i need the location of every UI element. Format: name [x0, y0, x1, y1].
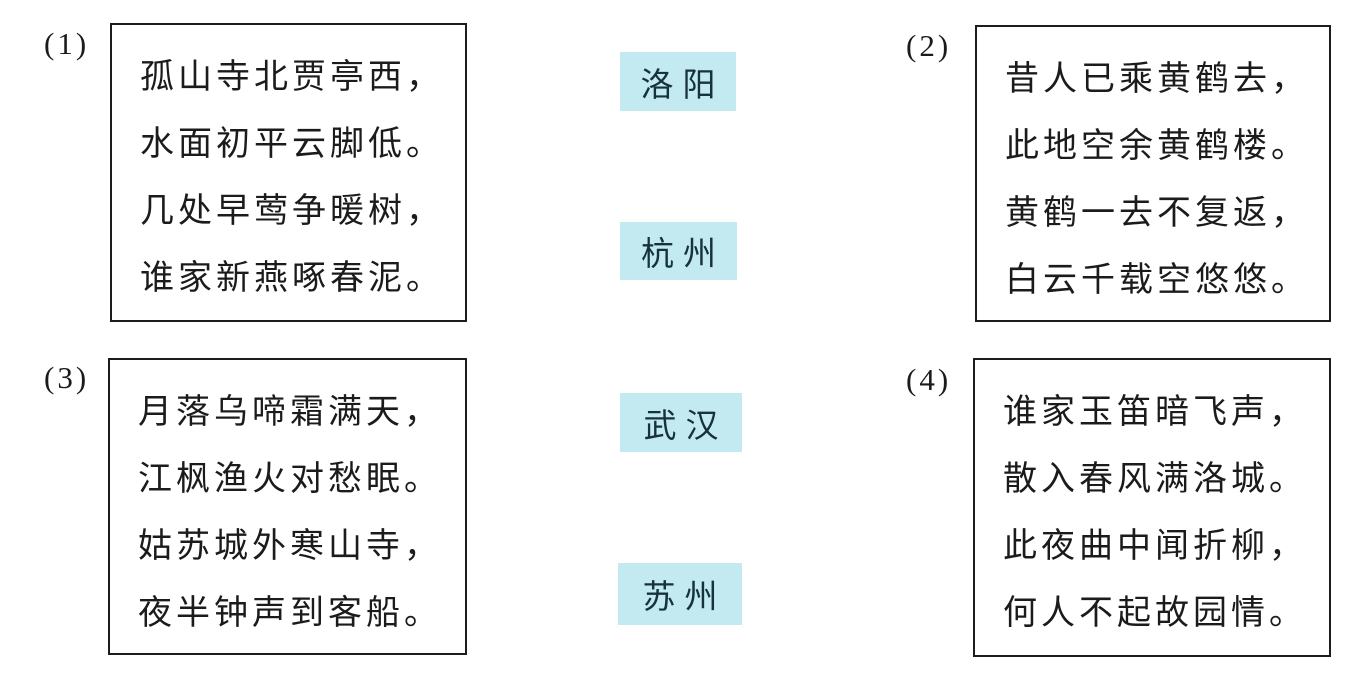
poem-number-4: (4) — [906, 362, 952, 397]
poem-line: 月落乌啼霜满天， — [138, 394, 442, 431]
poem-number-3: (3) — [44, 360, 90, 395]
city-chip-label: 洛阳 — [640, 67, 725, 104]
poem-line: 白云千载空悠悠。 — [1005, 262, 1309, 299]
poem-box-3[interactable]: 月落乌啼霜满天， 江枫渔火对愁眠。 姑苏城外寒山寺， 夜半钟声到客船。 — [108, 358, 467, 655]
poem-line: 水面初平云脚低。 — [140, 126, 444, 163]
poem-line: 夜半钟声到客船。 — [138, 595, 442, 632]
city-chip-luoyang[interactable]: 洛阳 — [620, 52, 736, 111]
poem-box-1[interactable]: 孤山寺北贾亭西， 水面初平云脚低。 几处早莺争暖树， 谁家新燕啄春泥。 — [110, 23, 467, 322]
city-chip-label: 苏州 — [642, 580, 727, 616]
poem-line: 谁家新燕啄春泥。 — [140, 260, 444, 297]
city-chip-wuhan[interactable]: 武汉 — [620, 393, 742, 452]
poem-line: 黄鹤一去不复返， — [1005, 195, 1309, 232]
city-chip-label: 武汉 — [643, 408, 728, 445]
poem-line: 此夜曲中闻折柳， — [1003, 528, 1307, 565]
city-chip-label: 杭州 — [641, 237, 725, 273]
poem-line: 几处早莺争暖树， — [140, 193, 444, 230]
poem-number-2: (2) — [906, 28, 952, 63]
poem-line: 此地空余黄鹤楼。 — [1005, 128, 1309, 165]
poem-line: 散入春风满洛城。 — [1003, 461, 1307, 498]
poem-line: 孤山寺北贾亭西， — [140, 59, 444, 96]
city-chip-hangzhou[interactable]: 杭州 — [620, 222, 737, 280]
poem-box-4[interactable]: 谁家玉笛暗飞声， 散入春风满洛城。 此夜曲中闻折柳， 何人不起故园情。 — [973, 358, 1331, 657]
poem-line: 谁家玉笛暗飞声， — [1003, 394, 1307, 431]
poem-line: 何人不起故园情。 — [1003, 595, 1307, 632]
poem-line: 昔人已乘黄鹤去， — [1005, 61, 1309, 98]
poem-line: 江枫渔火对愁眠。 — [138, 461, 442, 498]
poem-number-1: (1) — [44, 26, 90, 61]
poem-line: 姑苏城外寒山寺， — [138, 528, 442, 565]
city-chip-suzhou[interactable]: 苏州 — [618, 563, 742, 625]
poem-box-2[interactable]: 昔人已乘黄鹤去， 此地空余黄鹤楼。 黄鹤一去不复返， 白云千载空悠悠。 — [975, 25, 1331, 322]
